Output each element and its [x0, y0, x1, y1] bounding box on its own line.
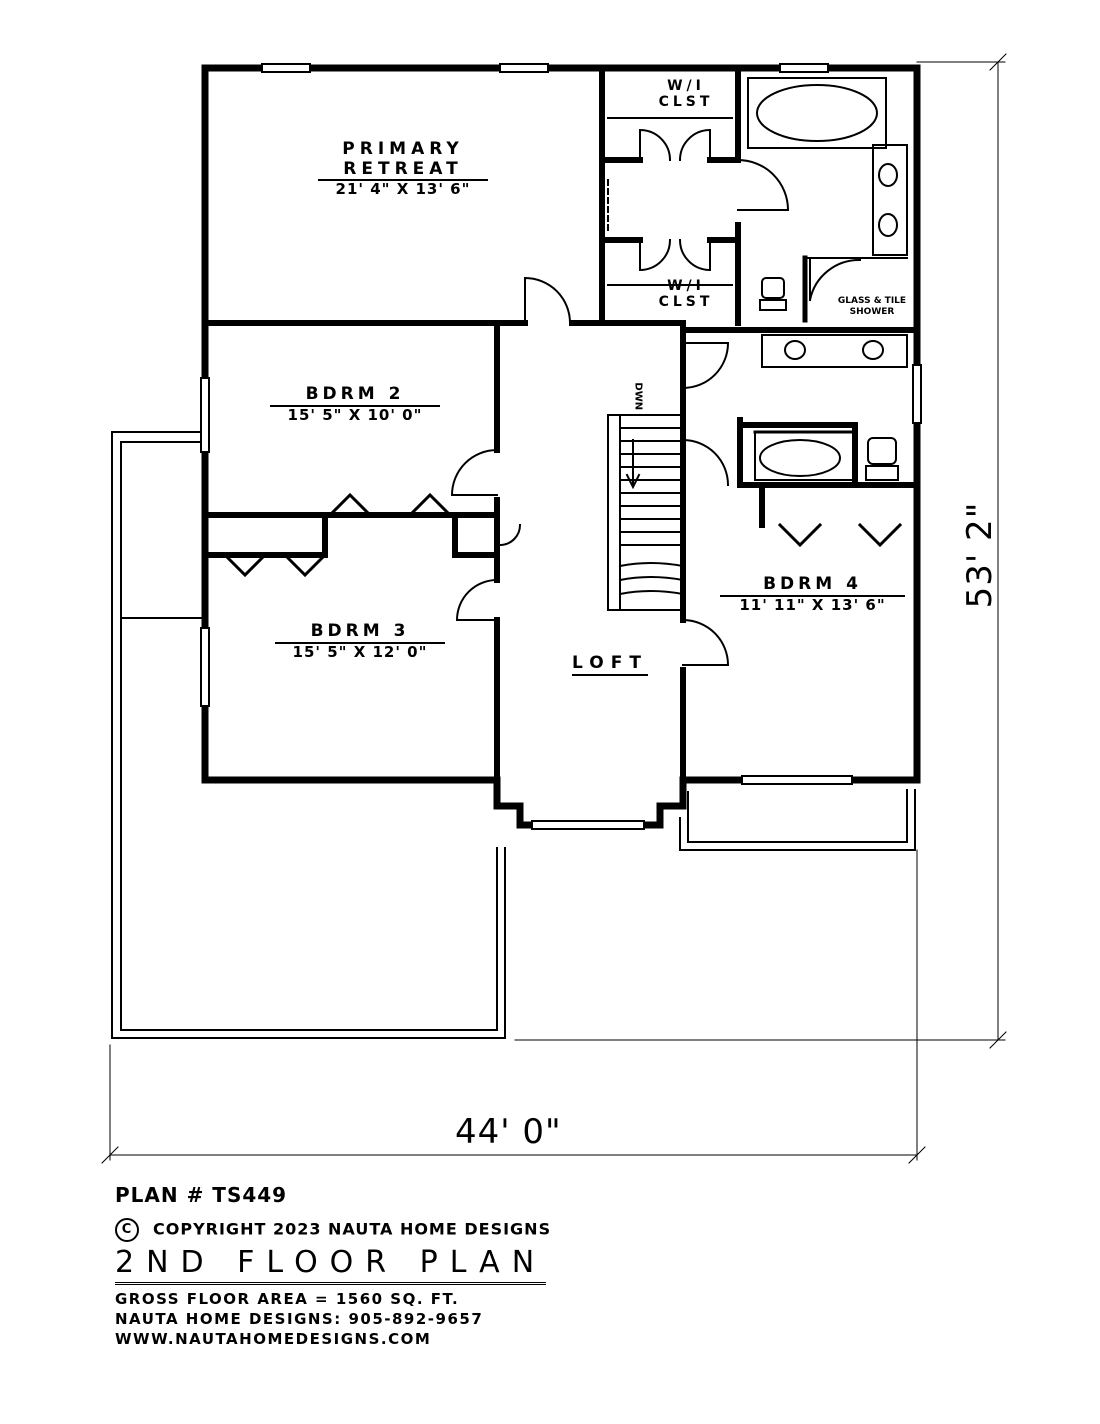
- bifold-doors: [222, 492, 903, 578]
- shower-label: GLASS & TILE SHOWER: [832, 296, 912, 319]
- dimension-lines: [101, 53, 1007, 1164]
- stair-direction-label: DWN: [632, 382, 644, 411]
- bath-fixtures: [747, 77, 908, 481]
- drawing-title: 2ND FLOOR PLAN: [115, 1245, 547, 1285]
- room-size: 21' 4" X 13' 6": [318, 179, 488, 198]
- room-size: 15' 5" X 10' 0": [270, 404, 440, 424]
- room-name: W/I: [667, 278, 705, 294]
- room-bdrm-4: BDRM 4 11' 11" X 13' 6": [720, 574, 905, 614]
- copyright-symbol: C: [115, 1218, 139, 1242]
- gross-floor-area: GROSS FLOOR AREA = 1560 SQ. FT.: [115, 1290, 460, 1308]
- depth-dimension: 53' 2": [960, 501, 1000, 609]
- room-name-line2: RETREAT: [343, 158, 463, 179]
- room-walk-in-closet-top: W/I CLST: [640, 78, 732, 110]
- windows: [200, 63, 922, 830]
- shower-label-line2: SHOWER: [849, 307, 895, 318]
- room-walk-in-closet-bottom: W/I CLST: [640, 278, 732, 310]
- room-size: 11' 11" X 13' 6": [720, 594, 905, 614]
- room-size: 15' 5" X 12' 0": [275, 641, 445, 661]
- width-dimension: 44' 0": [455, 1112, 562, 1152]
- staircase: [607, 414, 685, 611]
- exterior-walls: [201, 64, 921, 829]
- room-primary-retreat: PRIMARY RETREAT 21' 4" X 13' 6": [318, 139, 488, 198]
- shower-label-line1: GLASS & TILE: [837, 296, 907, 306]
- floor-plan-drawing: [101, 53, 1007, 1164]
- phone-number: NAUTA HOME DESIGNS: 905-892-9657: [115, 1310, 484, 1328]
- room-name: BDRM 4: [763, 574, 862, 594]
- copyright-line: C COPYRIGHT 2023 NAUTA HOME DESIGNS: [115, 1218, 551, 1242]
- plan-number: PLAN # TS449: [115, 1183, 288, 1207]
- room-loft: LOFT: [555, 653, 665, 676]
- room-name: W/I: [667, 78, 705, 94]
- room-name: BDRM 3: [310, 621, 410, 641]
- room-name: LOFT: [572, 653, 648, 676]
- room-bdrm-2: BDRM 2 15' 5" X 10' 0": [270, 384, 440, 424]
- doors: [450, 128, 862, 666]
- room-name: PRIMARY: [342, 139, 464, 159]
- room-name-line2: CLST: [658, 94, 714, 111]
- closet-shelves: [607, 117, 733, 286]
- website: WWW.NAUTAHOMEDESIGNS.COM: [115, 1330, 432, 1348]
- roof-outline: [111, 431, 916, 1039]
- room-bdrm-3: BDRM 3 15' 5" X 12' 0": [275, 621, 445, 661]
- room-name: BDRM 2: [305, 384, 405, 404]
- copyright-text: COPYRIGHT 2023 NAUTA HOME DESIGNS: [153, 1219, 552, 1239]
- room-name-line2: CLST: [658, 294, 714, 311]
